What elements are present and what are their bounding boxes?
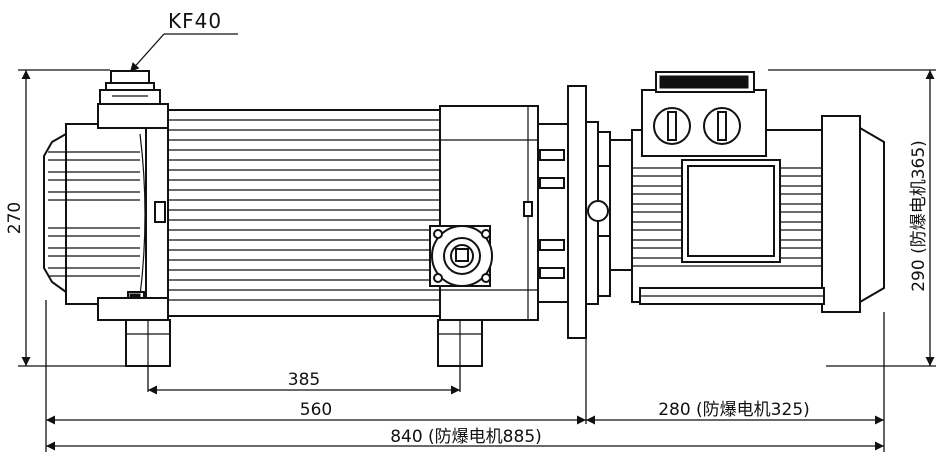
dim-560: 560 [300, 400, 332, 420]
pump-head [43, 113, 147, 307]
finned-body [167, 109, 443, 317]
inlet-port [99, 70, 161, 105]
motor [631, 71, 885, 313]
coupling [537, 123, 569, 303]
motor-flange [567, 85, 633, 339]
port-leader [129, 33, 165, 73]
dimensions: 270 290 (防爆电机365) 385 560 280 (防爆电机325) … [5, 69, 936, 452]
gear-housing [429, 105, 539, 321]
port-label: KF40 [168, 9, 222, 33]
dim-385: 385 [288, 370, 320, 390]
dim-height-left: 270 [5, 202, 25, 234]
dim-840: 840 (防爆电机885) [390, 427, 542, 447]
dim-280: 280 (防爆电机325) [658, 400, 810, 420]
port-label-group: KF40 [129, 9, 238, 73]
dim-height-right: 290 (防爆电机365) [909, 140, 929, 292]
pump-feet [125, 319, 483, 367]
